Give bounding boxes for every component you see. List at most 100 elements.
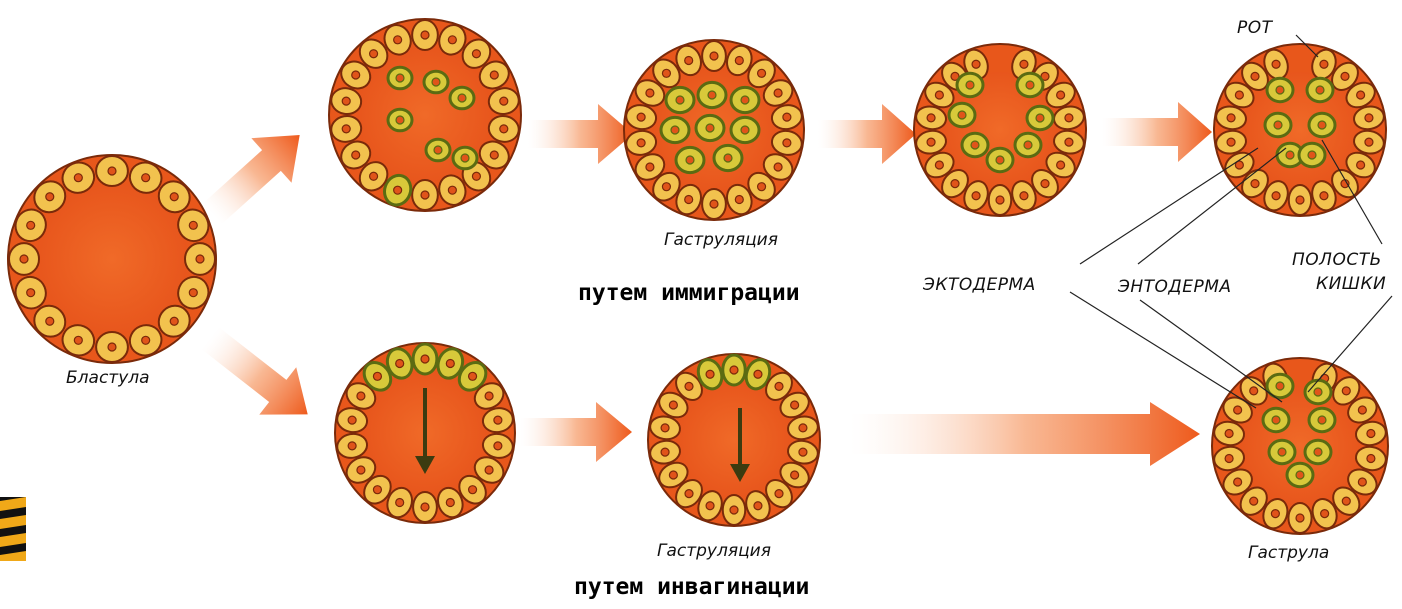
nucleus [1367, 455, 1375, 463]
nucleus [352, 71, 360, 79]
invagination-stage-2 [648, 354, 820, 526]
nucleus [1227, 138, 1235, 146]
gastrula-bottom [1212, 358, 1388, 534]
nucleus [342, 125, 350, 133]
arrow-immigration-2 [528, 104, 633, 164]
gut-cavity-label-line2: КИШКИ [1316, 274, 1386, 294]
nucleus [754, 502, 762, 510]
nucleus [951, 180, 959, 188]
nucleus [708, 91, 716, 99]
nucleus [348, 416, 356, 424]
nucleus [735, 196, 743, 204]
nucleus [421, 503, 429, 511]
nucleus [494, 442, 502, 450]
nucleus [669, 401, 677, 409]
nucleus [142, 336, 150, 344]
nucleus [1341, 72, 1349, 80]
nucleus [637, 113, 645, 121]
nucleus [661, 424, 669, 432]
nucleus [1357, 91, 1365, 99]
nucleus [446, 499, 454, 507]
nucleus [170, 193, 178, 201]
nucleus [490, 151, 498, 159]
ribbon-decoration [0, 497, 26, 561]
nucleus [74, 174, 82, 182]
nucleus [108, 343, 116, 351]
nucleus [775, 382, 783, 390]
nucleus [706, 124, 714, 132]
nucleus [421, 355, 429, 363]
gastrula-top [1214, 44, 1386, 216]
nucleus [20, 255, 28, 263]
nucleus [500, 125, 508, 133]
ectoderm-pointer-bottom [1070, 292, 1256, 408]
nucleus [342, 97, 350, 105]
nucleus [74, 336, 82, 344]
nucleus [972, 60, 980, 68]
arrow-to-invagination-1 [192, 314, 327, 438]
nucleus [396, 116, 404, 124]
nucleus [432, 78, 440, 86]
nucleus [935, 161, 943, 169]
nucleus [783, 139, 791, 147]
nucleus [396, 359, 404, 367]
nucleus [1057, 161, 1065, 169]
nucleus [685, 196, 693, 204]
nucleus [448, 186, 456, 194]
nucleus [373, 372, 381, 380]
nucleus [461, 154, 469, 162]
nucleus [646, 163, 654, 171]
endoderm-pointer-bottom [1140, 300, 1282, 402]
nucleus [196, 255, 204, 263]
nucleus [1314, 448, 1322, 456]
nucleus [46, 317, 54, 325]
nucleus [661, 448, 669, 456]
nucleus [1274, 121, 1282, 129]
invagination-stage-1 [335, 343, 515, 523]
endoderm-label: ЭНТОДЕРМА [1118, 277, 1232, 297]
nucleus [27, 289, 35, 297]
nucleus [1234, 478, 1242, 486]
nucleus [1065, 114, 1073, 122]
nucleus [662, 69, 670, 77]
nucleus [469, 486, 477, 494]
nucleus [996, 196, 1004, 204]
nucleus [1320, 192, 1328, 200]
nucleus [421, 191, 429, 199]
nucleus [421, 31, 429, 39]
nucleus [1296, 471, 1304, 479]
gastrulation-top-label: Гаструляция [664, 230, 778, 250]
gut-cavity-label-line1: ПОЛОСТЬ [1292, 250, 1382, 270]
nucleus [775, 490, 783, 498]
nucleus [646, 89, 654, 97]
nucleus [357, 392, 365, 400]
nucleus [706, 370, 714, 378]
nucleus [758, 69, 766, 77]
nucleus [373, 486, 381, 494]
nucleus [1318, 416, 1326, 424]
nucleus [396, 499, 404, 507]
nucleus [927, 114, 935, 122]
nucleus [783, 113, 791, 121]
immigration-caption: путем иммиграции [578, 280, 800, 306]
nucleus [494, 416, 502, 424]
nucleus [27, 221, 35, 229]
nucleus [472, 50, 480, 58]
nucleus [676, 96, 684, 104]
nucleus [472, 172, 480, 180]
nucleus [396, 74, 404, 82]
nucleus [1020, 192, 1028, 200]
nucleus [1365, 114, 1373, 122]
nucleus [741, 126, 749, 134]
nucleus [758, 183, 766, 191]
nucleus [370, 50, 378, 58]
nucleus [348, 442, 356, 450]
nucleus [1251, 72, 1259, 80]
nucleus [189, 289, 197, 297]
nucleus [741, 96, 749, 104]
nucleus [686, 156, 694, 164]
nucleus [966, 81, 974, 89]
nucleus [352, 151, 360, 159]
nucleus [490, 71, 498, 79]
immigration-stage-3 [914, 44, 1086, 216]
